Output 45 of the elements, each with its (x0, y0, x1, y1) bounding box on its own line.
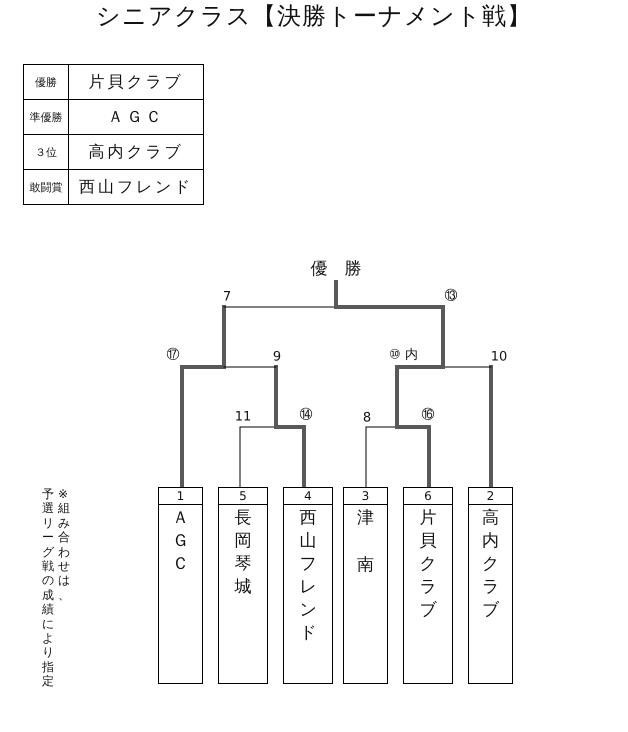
note-text: 予選リーグ戦の成績により指定 (42, 487, 54, 688)
team-name: 長岡琴城 (234, 507, 252, 599)
score-number: ⑩ 内 (389, 348, 418, 362)
seed-number: 6 (424, 488, 432, 504)
team-box (468, 487, 513, 684)
seed-number: 2 (486, 488, 494, 504)
page-title: シニアクラス【決勝トーナメント戦】 (96, 2, 532, 30)
score-number: 11 (234, 410, 252, 424)
winner-cell: 高内クラブ (68, 134, 204, 170)
team-name: 西山フレンド (300, 507, 316, 645)
score-number: ⑯ (422, 408, 434, 422)
award-cell: 敢闘賞 (24, 170, 68, 204)
bracket-line (489, 365, 493, 487)
bracket-line (366, 426, 398, 428)
bracket-line (442, 366, 492, 368)
score-number: 10 (490, 350, 508, 364)
score-number: ⑰ (166, 348, 180, 362)
score-number: ⑬ (444, 288, 458, 304)
bracket-line (224, 366, 276, 368)
award-cell: 優勝 (24, 64, 68, 100)
team-name: 片貝クラブ (420, 507, 436, 622)
team-name: 高内クラブ (482, 507, 499, 622)
seed-number: 3 (362, 488, 370, 504)
champion-label: 優 勝 (310, 258, 362, 280)
team-box (158, 487, 203, 684)
team-box (403, 487, 453, 684)
bracket-line (240, 426, 276, 428)
team-name: ＡＧＣ (172, 507, 189, 576)
seed-number: 4 (304, 488, 312, 504)
score-number: ⑭ (300, 408, 312, 422)
seed-number: 1 (176, 488, 184, 504)
seed-number: 5 (239, 488, 247, 504)
winner-cell: ＡＧＣ (68, 100, 204, 134)
team-box (283, 487, 333, 684)
winner-cell: 片貝クラブ (68, 64, 204, 100)
score-number: 7 (222, 290, 232, 304)
award-cell: 準優勝 (24, 100, 68, 134)
score-number: 8 (362, 410, 372, 426)
team-name: 津南 (357, 507, 374, 577)
team-box (218, 487, 268, 684)
award-cell: ３位 (24, 134, 68, 170)
winner-cell: 西山フレンド (68, 170, 204, 204)
note-text: ※組み合わせは、 (58, 487, 70, 602)
team-box (343, 487, 388, 684)
score-number: 9 (272, 350, 282, 364)
